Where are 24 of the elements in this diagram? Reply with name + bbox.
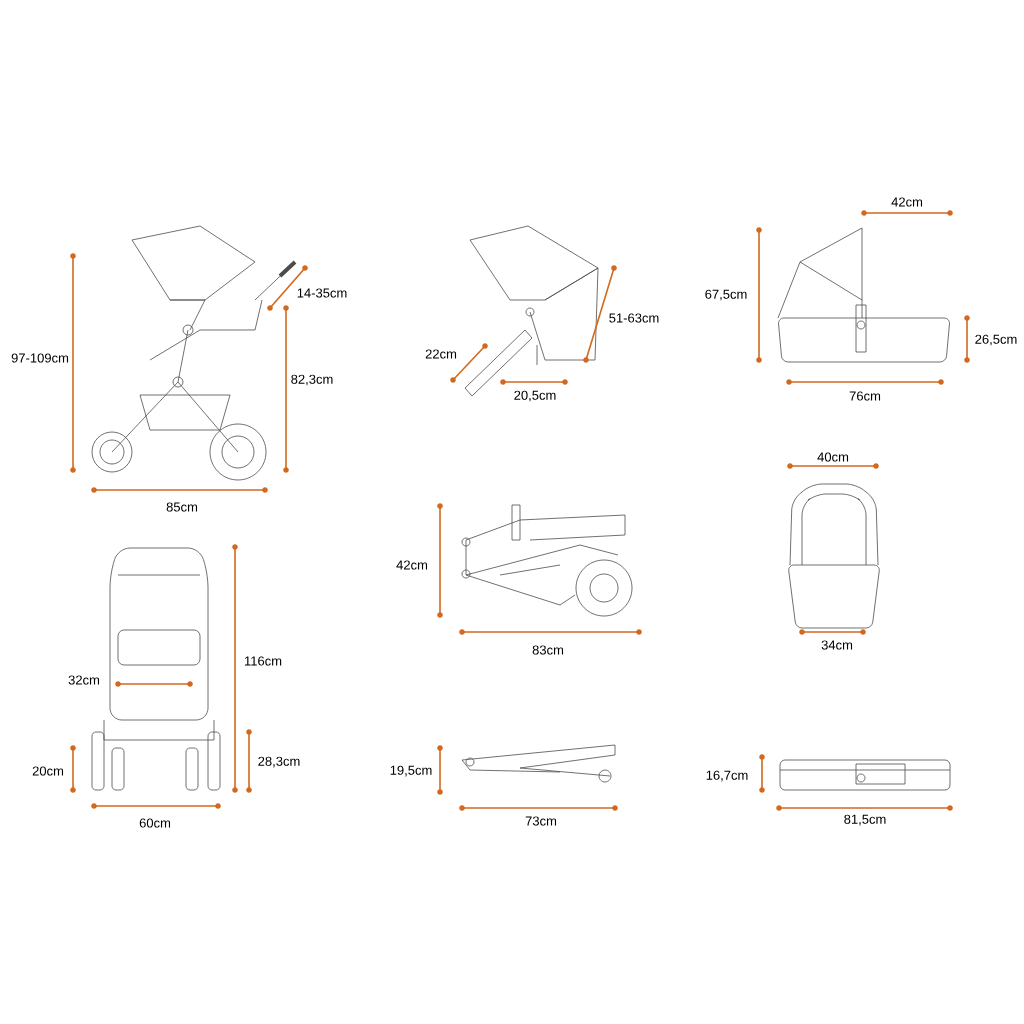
dimension-label: 20cm bbox=[32, 766, 64, 776]
dimension-label: 85cm bbox=[166, 502, 198, 512]
dimension-label: 14-35cm bbox=[297, 288, 347, 298]
dimension-label: 42cm bbox=[891, 197, 923, 207]
dimension-label: 40cm bbox=[817, 452, 849, 462]
dimension-label: 76cm bbox=[849, 391, 881, 401]
dimension-label: 28,3cm bbox=[258, 756, 300, 768]
dimension-label: 67,5cm bbox=[705, 289, 747, 301]
dimension-label: 26,5cm bbox=[975, 334, 1017, 346]
dimension-label: 16,7cm bbox=[706, 770, 748, 782]
dimension-label: 42cm bbox=[396, 560, 428, 570]
dimension-label: 116cm bbox=[244, 656, 282, 666]
dimension-label: 22cm bbox=[425, 349, 457, 359]
dimension-label: 97-109cm bbox=[11, 353, 69, 363]
dimension-label: 34cm bbox=[821, 640, 853, 650]
dimension-label: 81,5cm bbox=[844, 814, 886, 826]
dimension-label: 82,3cm bbox=[291, 374, 333, 386]
dimension-label: 19,5cm bbox=[390, 765, 432, 777]
dimension-label: 51-63cm bbox=[609, 313, 659, 323]
dimension-label: 83cm bbox=[532, 645, 564, 655]
dimension-label: 20,5cm bbox=[514, 390, 556, 402]
dimension-label: 32cm bbox=[68, 675, 100, 685]
dimension-label: 60cm bbox=[139, 818, 171, 828]
dimension-label: 73cm bbox=[525, 816, 557, 826]
